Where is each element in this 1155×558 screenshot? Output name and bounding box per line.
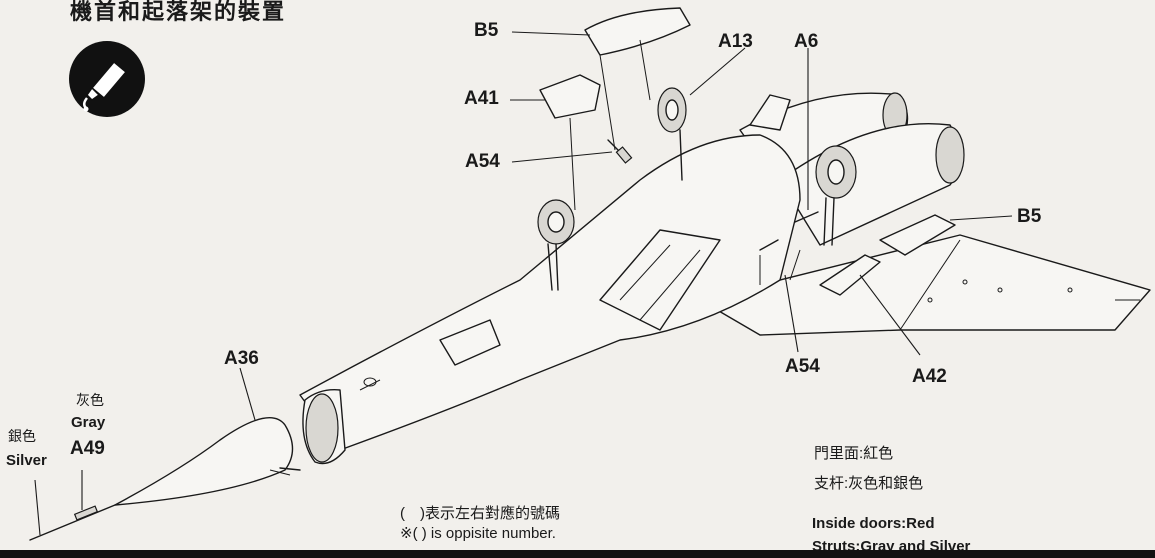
note-doors-en: Inside doors:Red: [812, 515, 935, 532]
note-pair-en: ※( ) is oppisite number.: [400, 525, 556, 542]
paint-gray-en: Gray: [71, 414, 106, 431]
paint-silver-cn: 銀色: [8, 428, 36, 444]
part-label-a13: A13: [718, 31, 753, 52]
paint-gray-cn: 灰色: [76, 392, 104, 408]
part-label-a54-top: A54: [465, 151, 500, 172]
page-bottom-bar: [0, 550, 1155, 558]
part-label-a41: A41: [464, 88, 499, 109]
note-pair-cn: ( )表示左右對應的號碼: [400, 505, 560, 522]
part-label-a36: A36: [224, 348, 259, 369]
note-doors-cn: 門里面:紅色: [814, 445, 894, 462]
part-label-a6: A6: [794, 31, 819, 52]
note-struts-cn: 支杆:灰色和銀色: [814, 475, 924, 492]
part-label-b5-top: B5: [474, 20, 499, 41]
part-label-a49: A49: [70, 438, 105, 459]
part-label-b5-right: B5: [1017, 206, 1042, 227]
page-title: 機首和起落架的裝置: [70, 0, 287, 24]
glue-tube-icon: [68, 40, 146, 118]
part-label-a54-bottom: A54: [785, 356, 820, 377]
part-label-a42: A42: [912, 366, 947, 387]
paint-silver-en: Silver: [6, 452, 47, 469]
